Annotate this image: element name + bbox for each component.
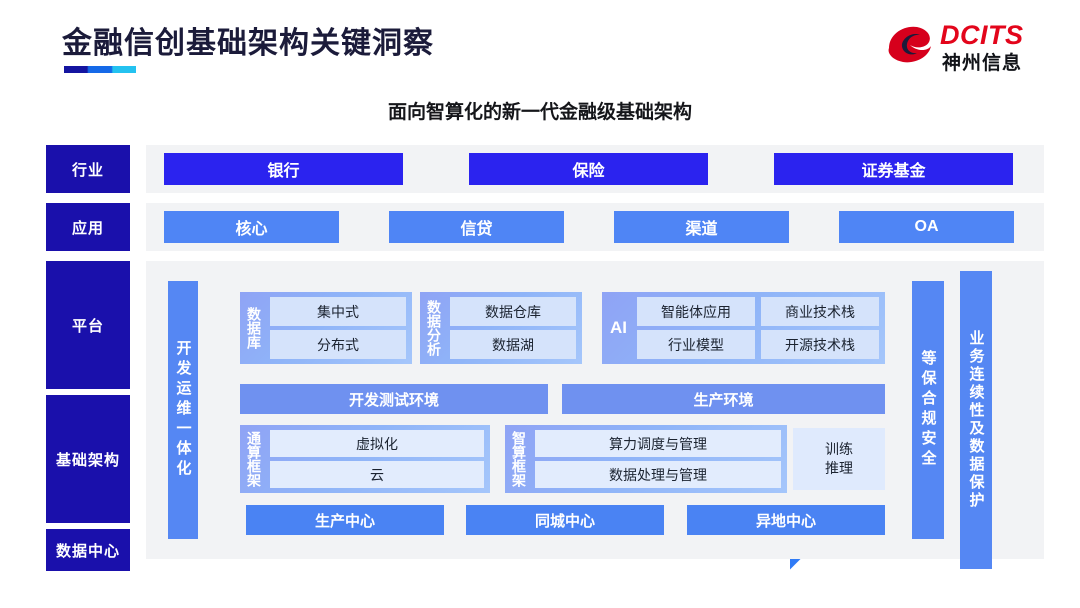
- group-title-database: 数据库: [246, 307, 262, 349]
- title-underline-rule: [64, 66, 136, 73]
- chip-data-warehouse[interactable]: 数据仓库: [450, 297, 576, 326]
- application-item-channel[interactable]: 渠道: [614, 211, 789, 243]
- rail-label-infrastructure: 基础架构: [46, 395, 130, 523]
- infra-group-general-compute: 通算框架 虚拟化 云: [240, 425, 490, 493]
- rail-label-platform: 平台: [46, 261, 130, 389]
- group-title-data-analysis: 数据分析: [426, 300, 442, 356]
- rail-label-industry: 行业: [46, 145, 130, 193]
- industry-item-securities-fund[interactable]: 证券基金: [774, 153, 1013, 185]
- chip-virtualization[interactable]: 虚拟化: [270, 430, 484, 457]
- page-title: 金融信创基础架构关键洞察: [62, 27, 434, 60]
- chip-compute-scheduling[interactable]: 算力调度与管理: [535, 430, 781, 457]
- chip-commercial-tech-stack[interactable]: 商业技术栈: [761, 297, 879, 326]
- industry-panel: 银行 保险 证券基金: [146, 145, 1044, 193]
- environment-dev-test[interactable]: 开发测试环境: [240, 384, 548, 414]
- datacenter-metro[interactable]: 同城中心: [466, 505, 664, 535]
- industry-item-insurance[interactable]: 保险: [469, 153, 708, 185]
- chip-cloud[interactable]: 云: [270, 461, 484, 488]
- infra-group-intelligent-compute: 智算框架 算力调度与管理 数据处理与管理: [505, 425, 787, 493]
- application-item-oa[interactable]: OA: [839, 211, 1014, 243]
- datacenter-production[interactable]: 生产中心: [246, 505, 444, 535]
- rail-label-datacenter: 数据中心: [46, 529, 130, 571]
- group-title-ai: AI: [610, 318, 627, 337]
- chip-data-processing[interactable]: 数据处理与管理: [535, 461, 781, 488]
- chip-open-source-tech-stack[interactable]: 开源技术栈: [761, 330, 879, 359]
- chip-distributed[interactable]: 分布式: [270, 330, 406, 359]
- platform-group-ai: AI 智能体应用 商业技术栈 行业模型 开源技术栈: [602, 292, 885, 364]
- industry-item-bank[interactable]: 银行: [164, 153, 403, 185]
- vertical-bar-devops[interactable]: 开发运维一体化: [168, 281, 198, 539]
- application-panel: 核心 信贷 渠道 OA: [146, 203, 1044, 251]
- environment-production[interactable]: 生产环境: [562, 384, 885, 414]
- dcits-swirl-icon: [888, 26, 931, 63]
- brand-logo: DCITS 神州信息: [886, 18, 1046, 74]
- train-label: 训练: [825, 441, 853, 458]
- logo-wordmark-cn: 神州信息: [942, 53, 1023, 74]
- platform-group-database: 数据库 集中式 分布式: [240, 292, 412, 364]
- datacenter-remote[interactable]: 异地中心: [687, 505, 885, 535]
- chip-data-lake[interactable]: 数据湖: [450, 330, 576, 359]
- chip-centralized[interactable]: 集中式: [270, 297, 406, 326]
- application-item-credit[interactable]: 信贷: [389, 211, 564, 243]
- platform-group-data-analysis: 数据分析 数据仓库 数据湖: [420, 292, 582, 364]
- infer-label: 推理: [825, 460, 853, 476]
- application-item-core[interactable]: 核心: [164, 211, 339, 243]
- vertical-bar-business-continuity[interactable]: 业务连续性及数据保护: [960, 271, 992, 569]
- logo-wordmark-en: DCITS: [940, 20, 1024, 50]
- group-title-general-compute-framework: 通算框架: [246, 431, 262, 487]
- diagram-subtitle: 面向智算化的新一代金融级基础架构: [387, 102, 692, 123]
- rail-label-application: 应用: [46, 203, 130, 251]
- vertical-bar-compliance[interactable]: 等保合规安全: [912, 281, 944, 539]
- chip-industry-model[interactable]: 行业模型: [637, 330, 755, 359]
- infra-chip-train-infer[interactable]: 训练 推理: [793, 428, 885, 490]
- chip-agent-application[interactable]: 智能体应用: [637, 297, 755, 326]
- group-title-intelligent-compute-framework: 智算框架: [511, 431, 527, 487]
